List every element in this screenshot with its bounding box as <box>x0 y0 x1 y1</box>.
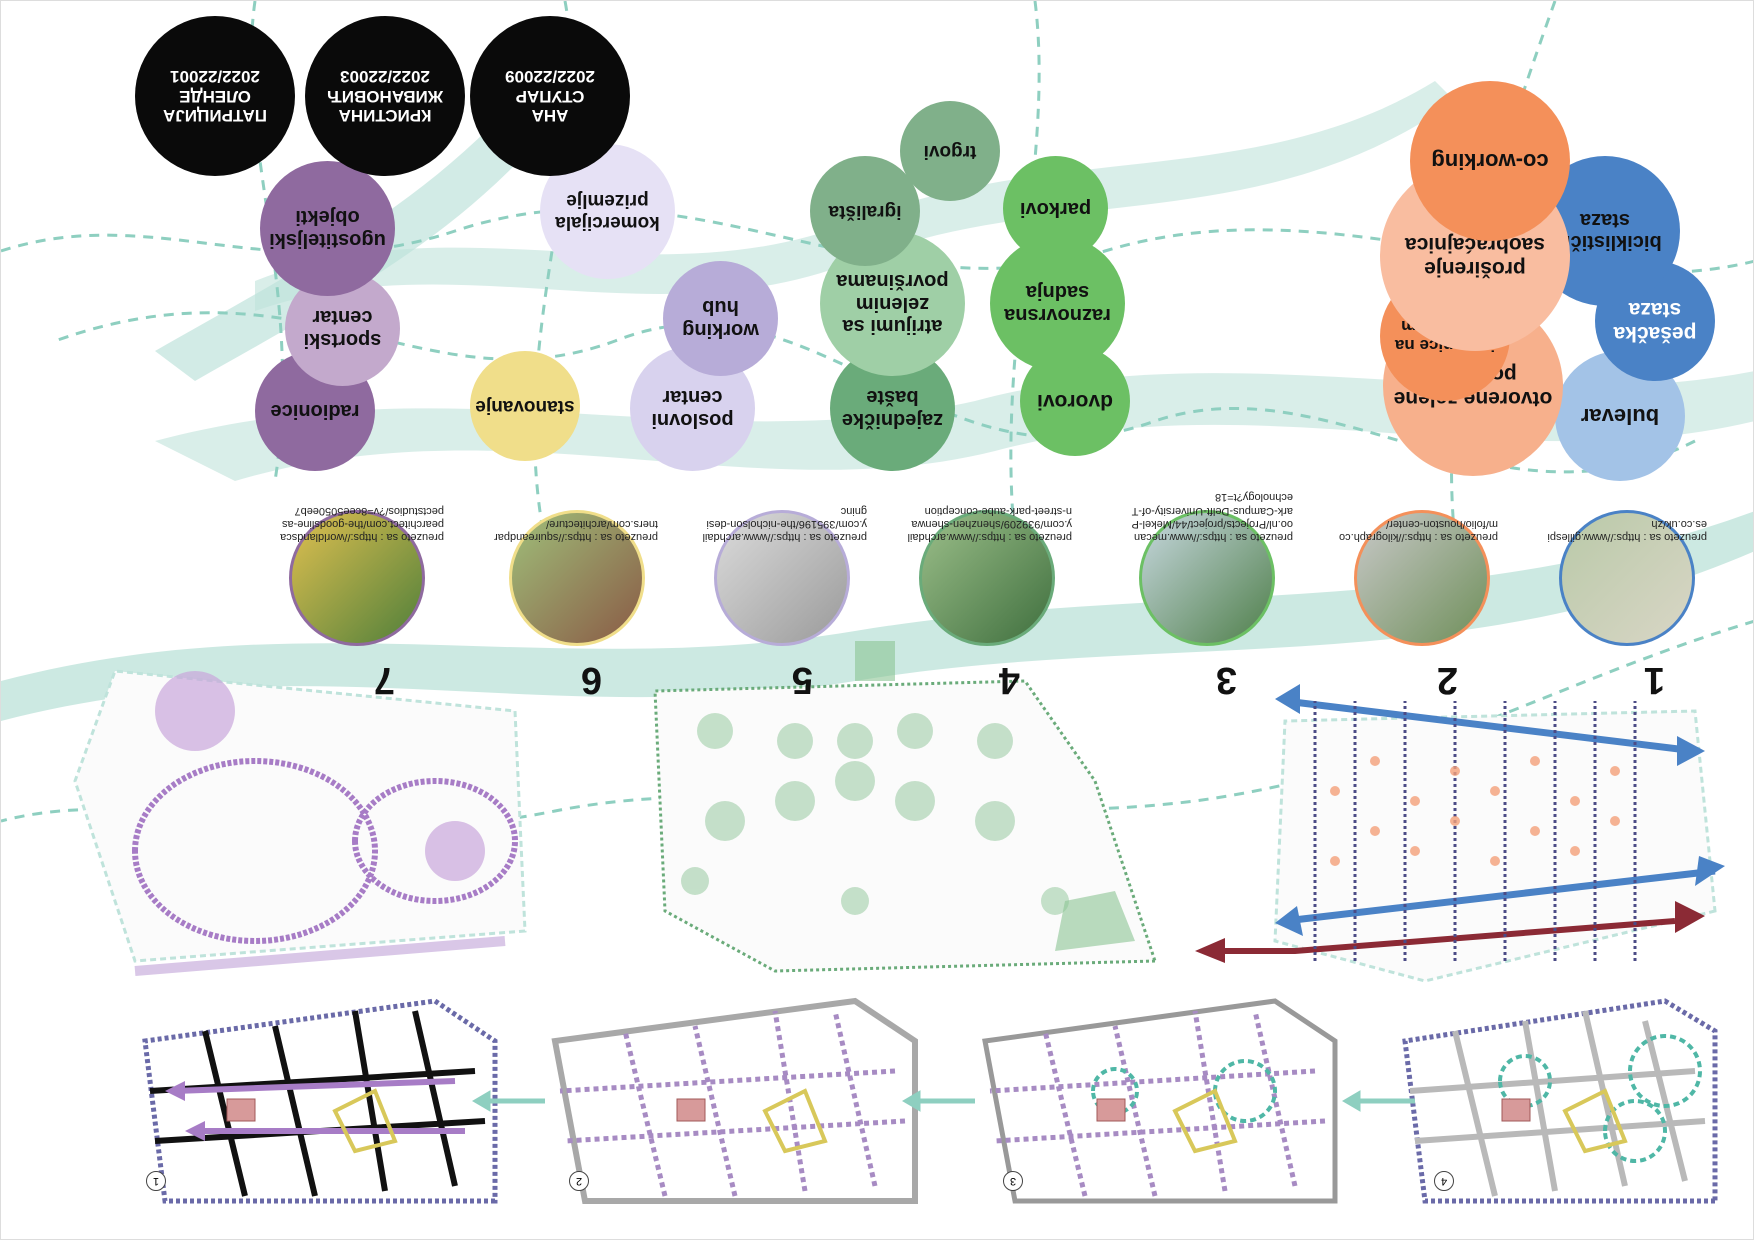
source-text-7: preuzeto sa : https://worldlandscapearch… <box>280 504 444 543</box>
diagram-7 <box>73 669 527 976</box>
panel-label-1: 1 <box>146 1171 166 1191</box>
column-number-7: 7 <box>373 659 395 701</box>
author-patricija-olende: ПАТРИЦИЈА ОЛЕНДЕ 2022/22001 <box>135 16 295 176</box>
source-text-1: preuzeto sa : https://www.gillespies.co.… <box>1547 517 1707 543</box>
author-3-line1: ПАТРИЦИЈА <box>163 106 267 126</box>
column-number-1: 1 <box>1643 659 1665 701</box>
author-2-line1: КРИСТИНА <box>338 106 432 126</box>
map-panel-2 <box>982 998 1338 1204</box>
diagram-4-5 <box>653 641 1158 973</box>
source-text-2: preuzeto sa : https://kilograph.com/foli… <box>1339 517 1498 543</box>
source-text-5: preuzeto sa : https://www.archdaily.com/… <box>702 504 867 543</box>
bubble-trgovi: trgovi <box>900 101 1000 201</box>
map-panel-4 <box>142 998 498 1204</box>
column-number-4: 4 <box>998 659 1020 701</box>
map-panel-1 <box>1402 998 1718 1204</box>
bubble-parkovi: parkovi <box>1003 156 1108 261</box>
map-panel-3 <box>551 997 918 1204</box>
author-1-line2: СТУПАР <box>515 86 585 106</box>
author-3-line2: ОЛЕНДЕ <box>179 86 251 106</box>
source-text-3: preuzeto sa : https://www.mecanoo.nl/Pro… <box>1131 491 1293 543</box>
source-text-6: preuzeto sa : https://squireandpartners.… <box>494 517 658 543</box>
author-2-line3: 2022/22003 <box>340 67 430 87</box>
bubble-ugostiteljski-objekti: ugostiteljski objekti <box>260 161 395 296</box>
column-number-2: 2 <box>1436 659 1458 701</box>
author-ana-stupar: АНА СТУПАР 2022/22009 <box>470 16 630 176</box>
column-number-3: 3 <box>1215 659 1237 701</box>
column-number-5: 5 <box>791 659 813 701</box>
diagram-1-2 <box>1195 684 1725 983</box>
bubble-igralista: igrališta <box>810 156 920 266</box>
bubble-working-hub: working hub <box>663 261 778 376</box>
author-3-line3: 2022/22001 <box>170 67 260 87</box>
author-kristina-zivanovic: КРИСТИНА ЖИВАНОВИЋ 2022/22003 <box>305 16 465 176</box>
bubble-stanovanje: stanovanje <box>470 351 580 461</box>
author-2-line2: ЖИВАНОВИЋ <box>326 86 444 106</box>
panel-label-2: 2 <box>569 1171 589 1191</box>
column-number-6: 6 <box>580 659 602 701</box>
author-1-line3: 2022/22009 <box>505 67 595 87</box>
panel-label-3: 3 <box>1003 1171 1023 1191</box>
author-1-line1: АНА <box>531 106 569 126</box>
source-text-4: preuzeto sa : https://www.archdaily.com/… <box>907 504 1072 543</box>
panel-label-4: 4 <box>1434 1171 1454 1191</box>
bubble-co-working: co-working <box>1410 81 1570 241</box>
